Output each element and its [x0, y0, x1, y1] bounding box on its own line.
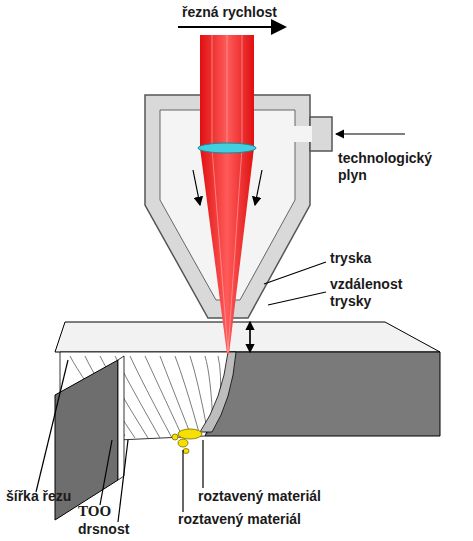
beam-rays [212, 35, 242, 352]
part-label: tryska [330, 250, 371, 267]
gas-flow-arrow [255, 170, 262, 205]
part-label: řezná rychlost [182, 4, 277, 21]
leader-lines [36, 134, 405, 522]
cut-front [200, 352, 236, 432]
workpiece-top [55, 322, 440, 352]
lens [198, 143, 256, 153]
part-label: vzdálenost trysky [330, 276, 425, 310]
gas-channel [294, 126, 312, 142]
part-label: roztavený materiál [198, 488, 321, 505]
speed-arrow [178, 26, 285, 28]
cut-piece-edge [118, 356, 124, 480]
gas-port [310, 117, 332, 151]
molten-drops [172, 429, 202, 454]
part-label: šířka řezu [6, 488, 71, 505]
part-label: TOO [78, 503, 111, 520]
workpiece-front [205, 352, 440, 436]
part-label: drsnost [78, 521, 129, 538]
part-label: technologický plyn [338, 150, 458, 184]
gas-flow-arrow [193, 170, 200, 205]
part-label: roztavený materiál [178, 511, 301, 528]
laser-beam [200, 35, 254, 354]
